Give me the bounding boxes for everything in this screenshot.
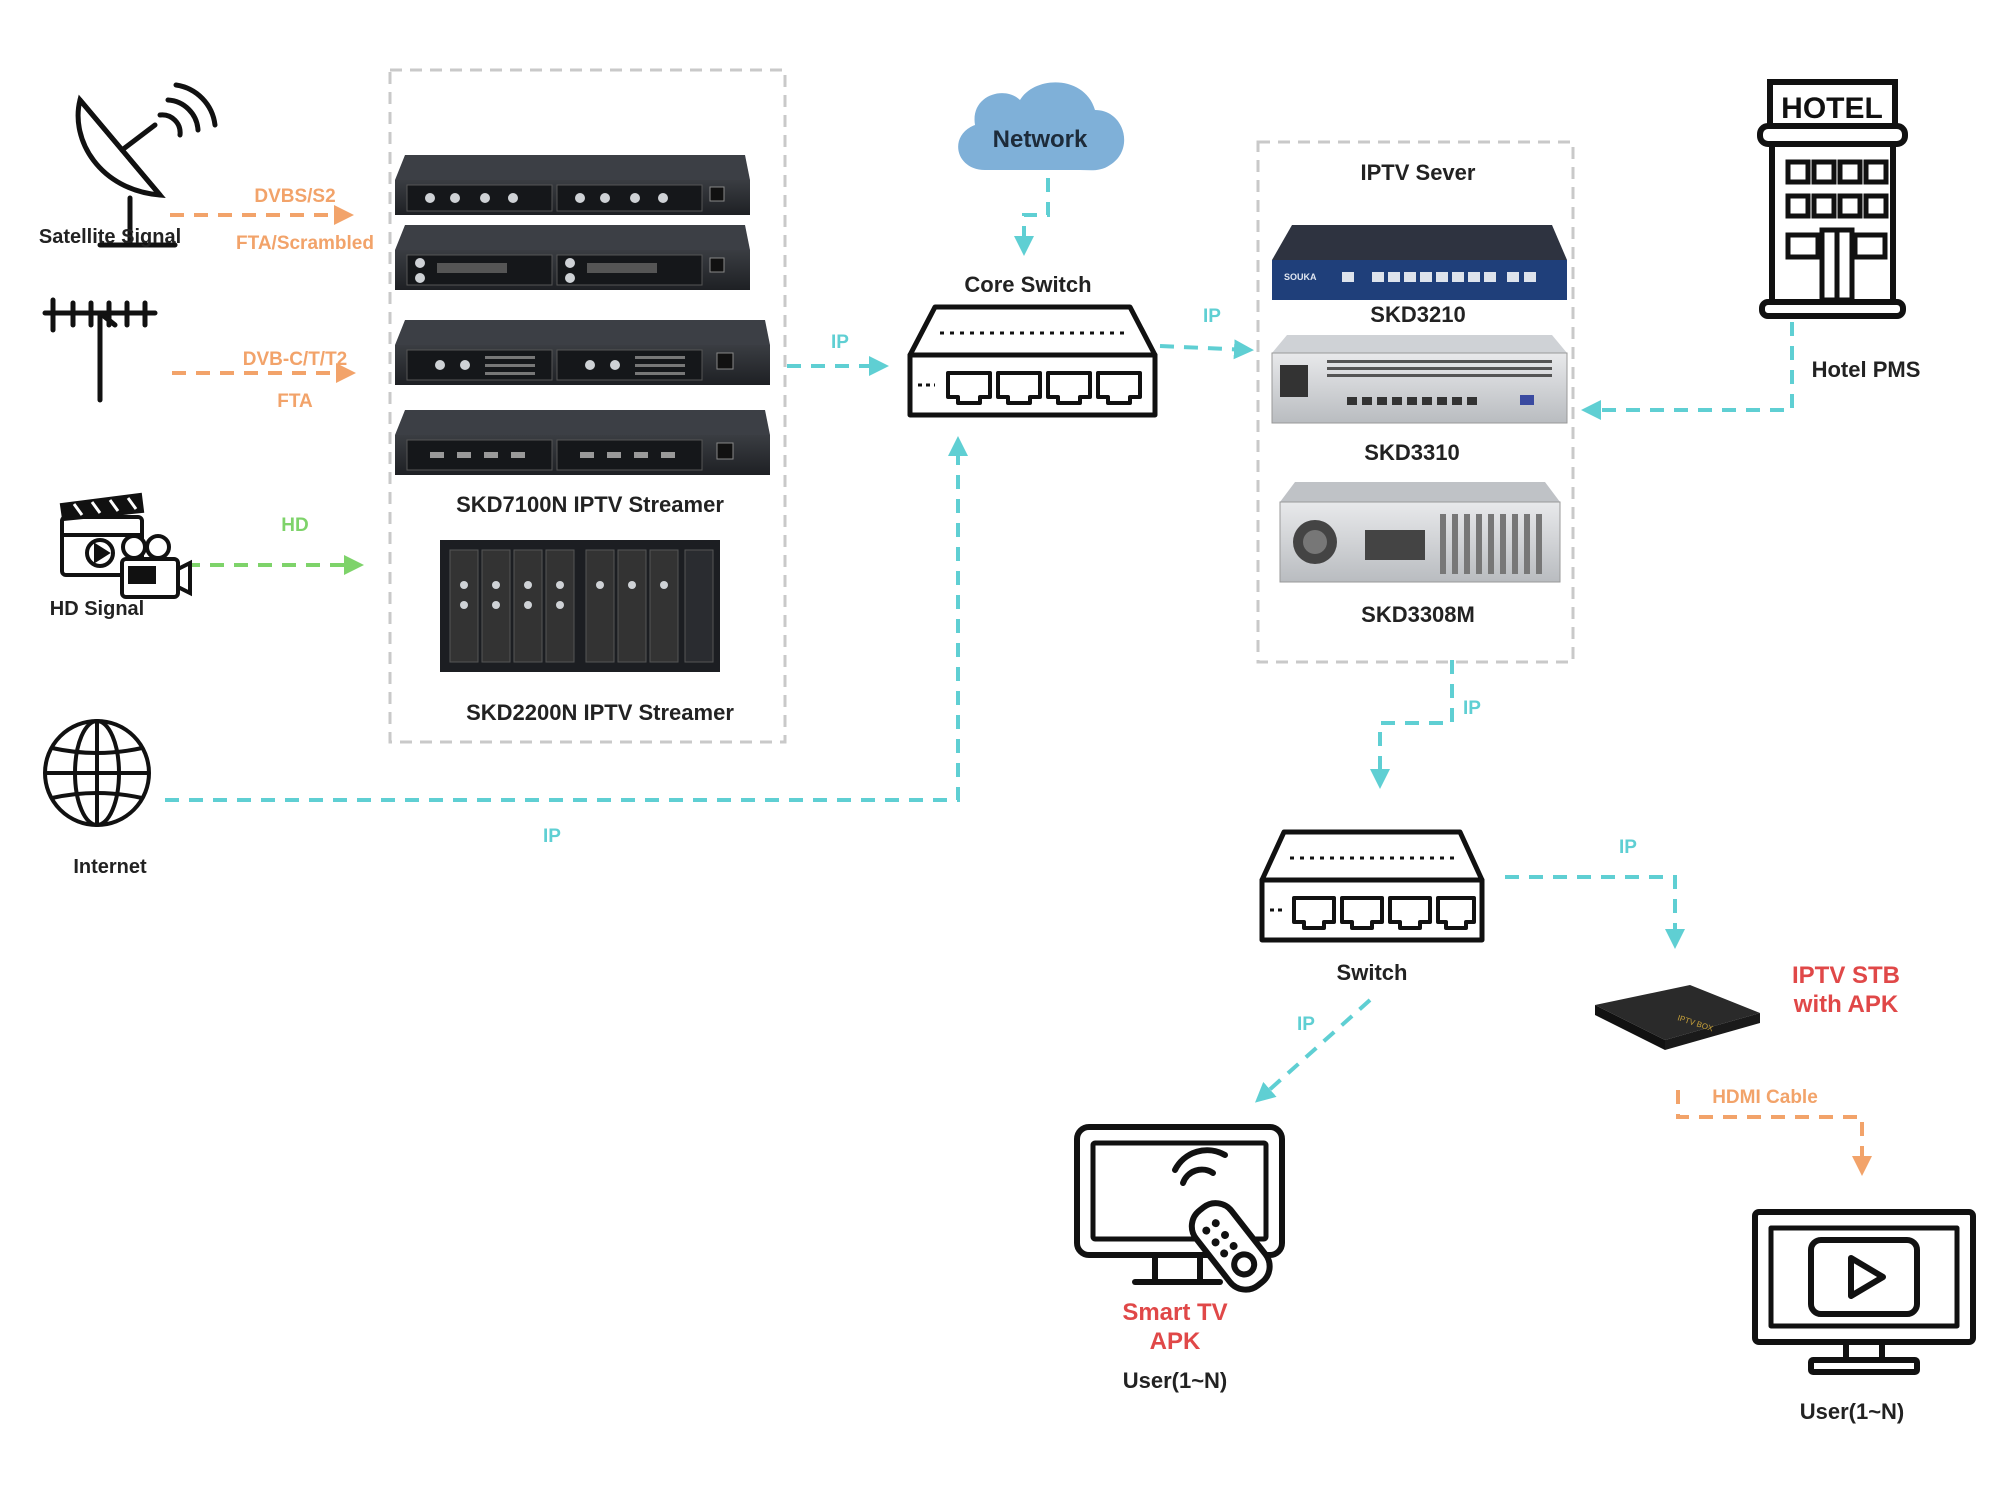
iptv-server-title: IPTV Sever <box>1361 160 1476 185</box>
smart-tv-title-line2: APK <box>1150 1328 1201 1355</box>
switch-to-tv-label: IP <box>1297 1014 1315 1035</box>
network-to-core-link <box>1014 178 1050 256</box>
skd3308m-server <box>1279 482 1561 583</box>
server-model-label: SKD3310 <box>1364 440 1459 465</box>
server-model-label: SKD3308M <box>1361 602 1475 627</box>
satellite-signal-label: Satellite Signal <box>39 226 181 248</box>
switch-to-stb-link <box>1505 875 1685 949</box>
core-out-label: IP <box>1203 306 1221 327</box>
hd-line-label: HD <box>281 515 308 536</box>
tv-user-label: User(1~N) <box>1800 1399 1905 1424</box>
streamer-unit <box>395 225 750 290</box>
core-to-server-link <box>1159 339 1254 360</box>
network-label: Network <box>993 126 1088 153</box>
switch-to-stb-label: IP <box>1619 837 1637 858</box>
skd7100n-streamer-stack <box>395 155 770 475</box>
server-to-switch-link <box>1370 660 1454 789</box>
smart-tv-user-label: User(1~N) <box>1123 1368 1228 1393</box>
server-group-box <box>1256 140 1575 664</box>
streamer-unit <box>395 155 750 215</box>
internet-to-core-link <box>165 436 968 802</box>
skd7100n-label: SKD7100N IPTV Streamer <box>456 492 724 517</box>
hd-signal-label: HD Signal <box>50 598 144 620</box>
hdmi-link <box>1676 1090 1872 1176</box>
satellite-dish-icon <box>75 82 218 248</box>
server-out-label: IP <box>1463 698 1481 719</box>
core-switch-icon <box>907 304 1158 418</box>
globe-icon <box>43 719 151 827</box>
skd2200n-streamer-chassis <box>440 540 720 672</box>
smart-tv-remote-icon <box>1074 1124 1285 1293</box>
streamer-out-label: IP <box>831 332 849 353</box>
switch-to-tv-link <box>1255 998 1372 1103</box>
smart-tv-title-line1: Smart TV <box>1122 1299 1227 1326</box>
server-model-label: SKD3210 <box>1370 302 1465 327</box>
internet-line-label: IP <box>543 826 561 847</box>
line-labels: DVBS/S2 FTA/Scrambled DVB-C/T/T2 FTA HD … <box>236 186 1818 1108</box>
core-switch-label: Core Switch <box>964 272 1091 297</box>
iptv-stb-device: IPTV BOX <box>1595 985 1760 1050</box>
streamer-unit <box>395 410 770 475</box>
switch-icon <box>1259 829 1485 943</box>
skd2200n-label: SKD2200N IPTV Streamer <box>466 700 734 725</box>
hotel-to-server-link <box>1581 322 1794 420</box>
hotel-sign-text: HOTEL <box>1781 92 1883 125</box>
streamer-group-box <box>388 68 787 744</box>
camera-clapper-icon <box>59 492 192 599</box>
switch-label: Switch <box>1337 960 1408 985</box>
terrestrial-line-bottom-label: FTA <box>277 391 313 412</box>
tv-play-icon <box>1752 1209 1976 1375</box>
skd3310-server <box>1271 335 1568 424</box>
hotel-pms-label: Hotel PMS <box>1812 357 1921 382</box>
satellite-line-top-label: DVBS/S2 <box>254 186 335 207</box>
streamer-unit <box>395 320 770 385</box>
internet-label: Internet <box>73 856 147 878</box>
hotel-icon: HOTEL <box>1757 79 1908 319</box>
connections <box>165 178 1872 1176</box>
hdmi-cable-label: HDMI Cable <box>1712 1087 1818 1108</box>
satellite-line-bottom-label: FTA/Scrambled <box>236 233 374 254</box>
terrestrial-line-top-label: DVB-C/T/T2 <box>243 349 348 370</box>
server-brand-label: SOUKA <box>1284 272 1317 282</box>
stb-title-line1: IPTV STB <box>1792 962 1900 989</box>
skd3210-server: SOUKA <box>1272 225 1567 300</box>
stb-title-line2: with APK <box>1793 991 1899 1018</box>
antenna-icon <box>42 297 158 403</box>
network-cloud-icon: Network <box>958 82 1125 171</box>
